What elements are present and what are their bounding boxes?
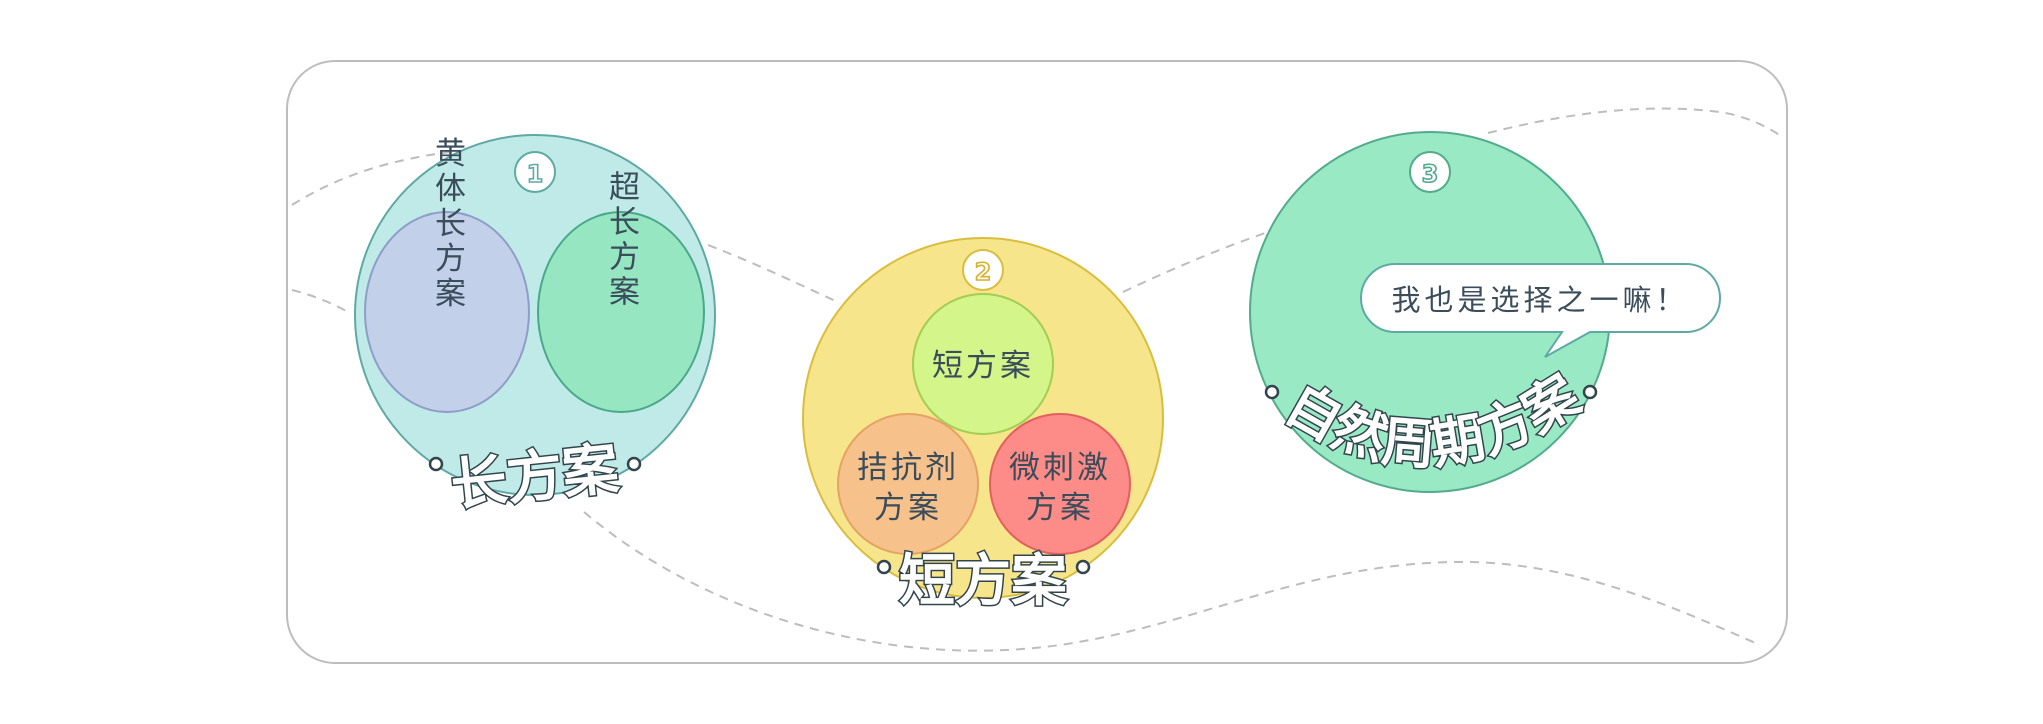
- short-protocol-title: 短方案: [899, 549, 1068, 614]
- group-short-protocol: 短方案 拮抗剂 方案 微刺激 方案 2 短方案: [802, 237, 1164, 616]
- dashed-curve-left: [291, 289, 349, 313]
- luteal-long-label: 黄体长方案: [429, 137, 466, 312]
- title-dot-right: [1075, 559, 1091, 575]
- badge-3-circle: [1409, 151, 1451, 193]
- dashed-curve-middle-1: [707, 244, 841, 304]
- speech-bubble: 我也是选择之一嘛！: [1359, 263, 1722, 358]
- dashed-curve-top-left: [291, 151, 451, 206]
- title-dot-right: [626, 456, 642, 472]
- micro-stim-label: 微刺激 方案: [1009, 450, 1111, 526]
- dashed-curve-middle-2: [1122, 231, 1269, 293]
- short-inner-label: 短方案: [932, 348, 1034, 384]
- title-dot-right: [1582, 384, 1598, 400]
- antagonist-label-line-1: 拮抗剂: [857, 450, 959, 486]
- dashed-curve-bottom: [583, 511, 1761, 652]
- badge-2-number: 2: [975, 258, 992, 286]
- micro-stim-label-line-2: 方案: [1026, 490, 1094, 526]
- micro-stim-label-line-1: 微刺激: [1009, 450, 1111, 486]
- speech-bubble-text: 我也是选择之一嘛！: [1391, 283, 1688, 317]
- title-dot-left: [428, 456, 444, 472]
- title-dot-left: [1264, 384, 1280, 400]
- antagonist-label: 拮抗剂 方案: [857, 450, 959, 526]
- badge-1-circle: [514, 151, 556, 193]
- antagonist-label-line-2: 方案: [874, 490, 942, 526]
- dashed-curve-top-right: [1487, 107, 1785, 139]
- luteal-long-ellipse: [364, 211, 530, 413]
- speech-bubble-shape: [1359, 263, 1722, 358]
- ultra-long-label: 超长方案: [603, 170, 640, 310]
- antagonist-circle: [837, 413, 979, 555]
- ultra-long-ellipse: [537, 211, 705, 413]
- micro-stim-circle: [989, 413, 1131, 555]
- badge-2-circle: [962, 249, 1004, 291]
- badge-3-number: 3: [1422, 160, 1439, 188]
- title-dot-left: [876, 559, 892, 575]
- badge-1-number: 1: [527, 160, 544, 188]
- short-inner-circle: [912, 293, 1054, 435]
- dashed-curves: [291, 107, 1785, 652]
